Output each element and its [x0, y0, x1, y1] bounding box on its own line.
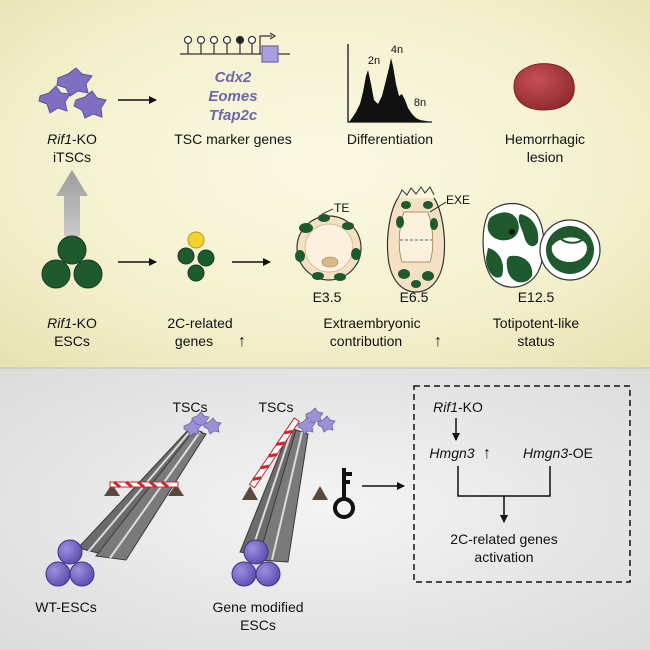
lesion-label-line2: lesion — [527, 149, 564, 165]
box-result-line2: activation — [474, 549, 533, 565]
extraembryonic-line2: contribution — [330, 333, 402, 349]
stage-e35: E3.5 — [313, 289, 342, 305]
esc-cells-icon — [41, 235, 103, 289]
left-balls-icon — [45, 539, 95, 587]
modified-escs-line1: Gene modified — [212, 599, 303, 615]
lesion-label-line1: Hemorrhagic — [505, 131, 585, 147]
hemorrhagic-lesion-icon — [513, 63, 575, 111]
tscs-right-label: TSCs — [259, 399, 294, 415]
esc-label-line1: Rif1-KO — [47, 315, 97, 331]
2c-label-line2: genes — [175, 333, 213, 349]
totipotent-line1: Totipotent-like — [493, 315, 580, 331]
right-barrier-open-icon — [242, 417, 328, 500]
2c-label-line1: 2C-related — [167, 315, 232, 331]
exe-label: EXE — [446, 193, 470, 207]
promoter-methylation-icon — [180, 32, 290, 63]
peak-2n: 2n — [368, 55, 380, 67]
te-label: TE — [334, 201, 349, 215]
tsc-cells-left-icon — [183, 411, 222, 437]
top-panel-bg — [0, 0, 650, 368]
totipotent-line2: status — [517, 333, 554, 349]
gene-eomes: Eomes — [208, 88, 257, 105]
itsc-cells-icon — [38, 67, 107, 119]
te-pointer — [321, 208, 334, 215]
box-rif1-ko: Rif1-KO — [433, 399, 483, 415]
gene-cdx2: Cdx2 — [215, 69, 252, 86]
2c-cells-icon — [177, 231, 215, 282]
gene-tfap2c: Tfap2c — [209, 107, 258, 124]
key-icon — [333, 468, 355, 519]
left-barrier-icon — [104, 480, 184, 496]
exe-pointer — [429, 201, 447, 213]
box-result-line1: 2C-related genes — [450, 531, 557, 547]
stage-e65: E6.5 — [400, 289, 429, 305]
itsc-label-line2: iTSCs — [53, 149, 91, 165]
2c-up-arrow: ↑ — [238, 333, 246, 350]
esc-label-line2: ESCs — [54, 333, 90, 349]
mechanism-box — [413, 385, 631, 583]
stage-e125: E12.5 — [518, 289, 555, 305]
extraembryonic-line1: Extraembryonic — [323, 315, 420, 331]
itsc-label-line1: Rif1-KO — [47, 131, 97, 147]
e125-embryo-icon — [482, 202, 601, 288]
differentiation-caption: Differentiation — [347, 131, 433, 147]
peak-4n: 4n — [391, 44, 403, 56]
ploidy-histogram-icon — [347, 44, 432, 123]
wt-escs-label: WT-ESCs — [35, 599, 96, 615]
box-hmgn3-up: Hmgn3 — [429, 445, 474, 461]
gray-up-arrow — [56, 170, 88, 236]
extraembryonic-up-arrow: ↑ — [434, 333, 442, 350]
peak-8n: 8n — [414, 97, 426, 109]
blastocyst-icon — [295, 214, 362, 281]
modified-escs-line2: ESCs — [240, 617, 276, 633]
tsc-cells-right-icon — [297, 407, 336, 435]
left-road-icon — [77, 427, 207, 561]
tscs-left-label: TSCs — [173, 399, 208, 415]
box-hmgn3-oe: Hmgn3-OE — [523, 445, 593, 461]
right-balls-icon — [231, 539, 281, 587]
box-hmgn3-up-arrow: ↑ — [483, 445, 491, 462]
bottom-panel-bg — [0, 368, 650, 650]
tsc-marker-caption: TSC marker genes — [174, 131, 291, 147]
egg-cylinder-icon — [386, 186, 446, 293]
